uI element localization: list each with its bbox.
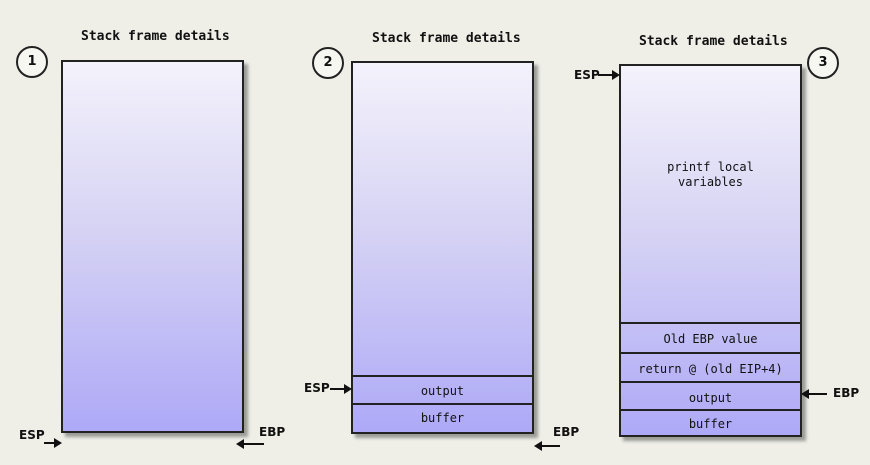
esp-label: ESP	[19, 428, 45, 442]
stack-cell-old-ebp: Old EBP value	[621, 322, 800, 352]
stack-cell-buffer: buffer	[621, 409, 800, 435]
ebp-label: EBP	[833, 386, 860, 400]
esp-arrow-icon	[44, 438, 62, 448]
step-number-badge: 2	[312, 47, 344, 79]
esp-label: ESP	[304, 381, 330, 395]
panel-title: Stack frame details	[81, 29, 230, 44]
step-number-badge: 3	[807, 47, 839, 79]
printf-local-variables-label: printf local variables	[667, 160, 754, 189]
esp-label: ESP	[574, 68, 600, 82]
stack-cell-output: output	[621, 381, 800, 409]
stack-cell-return-address: return @ (old EIP+4)	[621, 352, 800, 381]
ebp-label: EBP	[553, 425, 580, 439]
ebp-arrow-icon	[801, 389, 827, 399]
panel-title: Stack frame details	[639, 34, 788, 49]
stack-cell-buffer: buffer	[353, 403, 532, 432]
ebp-arrow-icon	[236, 439, 264, 449]
ebp-arrow-icon	[534, 441, 560, 451]
ebp-label: EBP	[259, 425, 286, 439]
stack-frame	[61, 60, 244, 433]
stack-cell-output: output	[353, 375, 532, 403]
step-number-badge: 1	[16, 46, 48, 78]
panel-title: Stack frame details	[372, 31, 521, 46]
stack-frame: output buffer	[351, 61, 534, 434]
esp-arrow-icon	[330, 384, 352, 394]
stack-frame: printf local variables Old EBP value ret…	[619, 64, 802, 437]
esp-arrow-icon	[598, 70, 620, 80]
